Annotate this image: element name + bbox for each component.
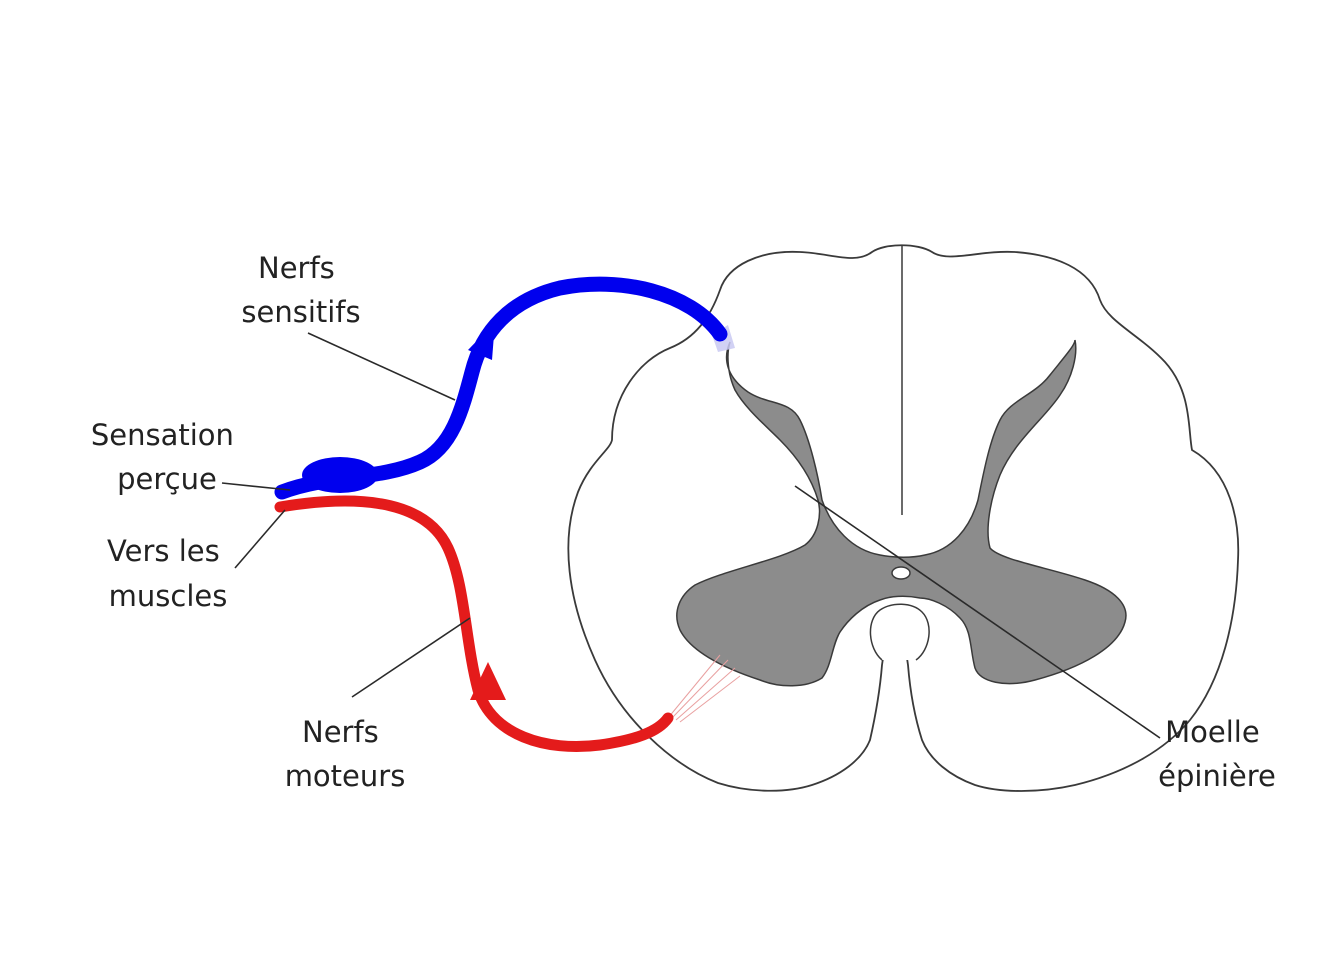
spinal-cord-label-line1: Moelle <box>1165 715 1260 749</box>
motor-root-fibres <box>667 654 741 723</box>
sensory-nerves-label: Nerfs sensitifs <box>241 251 360 329</box>
to-muscles-label: Vers les muscles <box>107 534 229 613</box>
to-muscles-label-line1: Vers les <box>107 534 220 568</box>
sensory-nerves-label-line1: Nerfs <box>258 251 335 285</box>
motor-nerves-leader <box>351 617 471 698</box>
central-canal <box>891 566 911 580</box>
sensory-ganglion <box>302 457 378 493</box>
perceived-sensation-label: Sensation perçue <box>91 418 243 496</box>
perceived-sensation-label-line2: perçue <box>117 462 217 496</box>
motor-nerves-label-line2: moteurs <box>285 759 406 793</box>
motor-nerves-label-line1: Nerfs <box>302 715 379 749</box>
to-muscles-leader <box>234 509 286 569</box>
motor-nerves-label: Nerfs moteurs <box>285 715 406 793</box>
sensory-nerves-leader <box>307 332 456 401</box>
sensory-direction-arrow <box>468 322 495 360</box>
anterior-fissure <box>869 603 930 661</box>
perceived-sensation-label-line1: Sensation <box>91 418 234 452</box>
spinal-cord-leader <box>794 485 1161 739</box>
to-muscles-label-line2: muscles <box>109 579 228 613</box>
spinal-cord-label: Moelle épinière <box>1158 715 1276 793</box>
grey-matter <box>676 339 1127 687</box>
spinal-cord-label-line2: épinière <box>1158 759 1276 793</box>
spinal-cord-outline <box>567 244 1240 792</box>
sensory-nerves-label-line2: sensitifs <box>241 295 360 329</box>
motor-nerve <box>274 495 674 753</box>
sensation-leader <box>221 482 291 491</box>
motor-direction-arrow <box>470 662 506 700</box>
